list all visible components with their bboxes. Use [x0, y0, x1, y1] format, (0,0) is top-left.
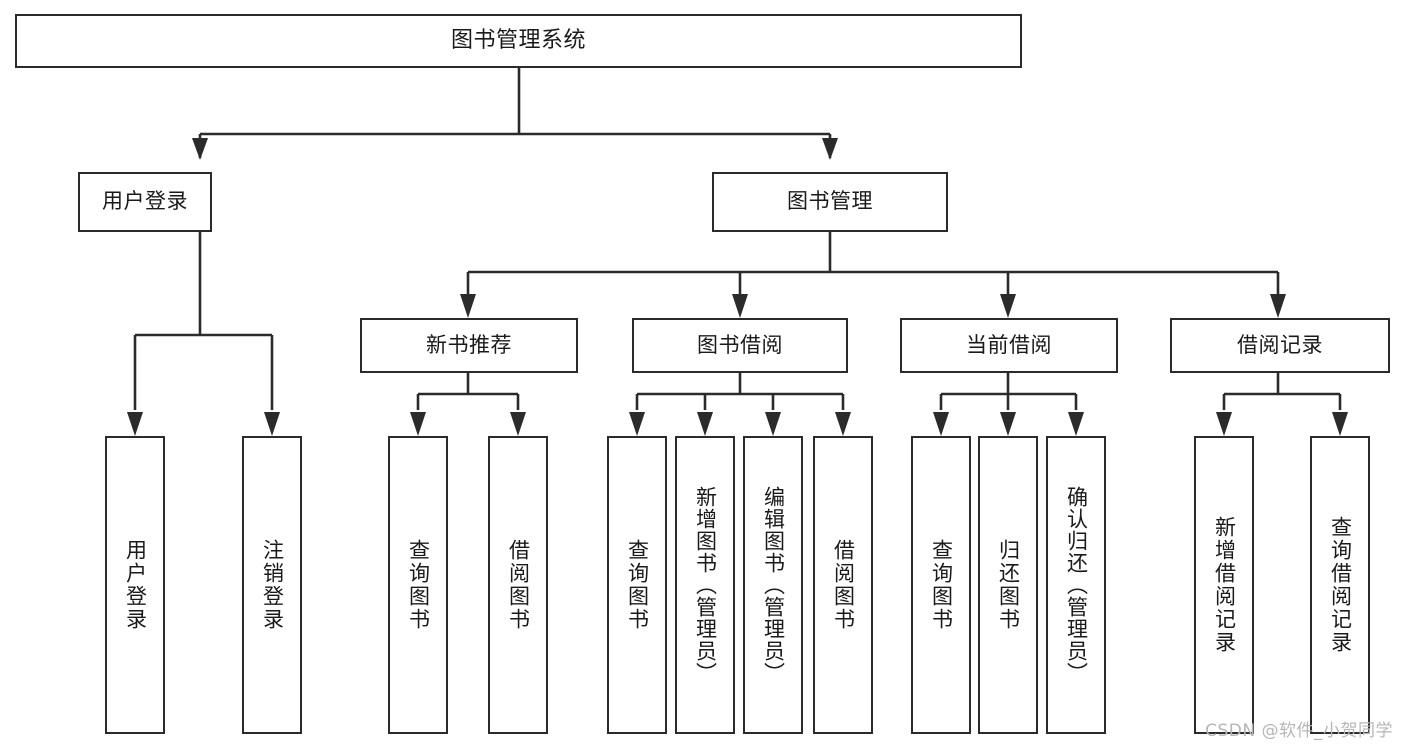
node-label: 查询图书	[406, 539, 431, 631]
leaf-book-borrow-query[interactable]: 查询图书	[607, 436, 667, 734]
node-label: 用户登录	[123, 539, 148, 631]
node-label: 查询借阅记录	[1328, 516, 1353, 654]
node-label: 借阅图书	[831, 539, 856, 631]
node-label: 注销登录	[260, 539, 285, 631]
node-label: 编辑图书（管理员）	[761, 486, 786, 684]
node-new-book-recommend[interactable]: 新书推荐	[360, 318, 578, 373]
leaf-current-borrow-query[interactable]: 查询图书	[911, 436, 971, 734]
node-label: 新增借阅记录	[1212, 516, 1237, 654]
leaf-new-book-query[interactable]: 查询图书	[388, 436, 448, 734]
leaf-current-borrow-return[interactable]: 归还图书	[978, 436, 1038, 734]
node-borrow-record[interactable]: 借阅记录	[1170, 318, 1390, 373]
node-label: 当前借阅	[966, 332, 1052, 357]
node-book-borrow[interactable]: 图书借阅	[632, 318, 848, 373]
leaf-new-book-borrow[interactable]: 借阅图书	[488, 436, 548, 734]
leaf-borrow-record-query[interactable]: 查询借阅记录	[1310, 436, 1370, 734]
csdn-watermark: CSDN @软件_小贺同学	[1205, 721, 1393, 741]
node-label: 归还图书	[996, 539, 1021, 631]
node-label: 图书借阅	[697, 332, 783, 357]
leaf-current-borrow-confirm[interactable]: 确认归还（管理员）	[1046, 436, 1106, 734]
node-current-borrow[interactable]: 当前借阅	[900, 318, 1118, 373]
node-label: 确认归还（管理员）	[1064, 486, 1089, 684]
node-book-management[interactable]: 图书管理	[712, 172, 948, 232]
node-label: 新书推荐	[426, 332, 512, 357]
node-label: 用户登录	[102, 189, 188, 214]
leaf-borrow-record-add[interactable]: 新增借阅记录	[1194, 436, 1254, 734]
leaf-user-login-signin[interactable]: 用户登录	[105, 436, 165, 734]
node-user-login[interactable]: 用户登录	[78, 172, 212, 232]
node-label: 图书管理	[787, 189, 873, 214]
leaf-book-borrow-lend[interactable]: 借阅图书	[813, 436, 873, 734]
node-root-system[interactable]: 图书管理系统	[15, 14, 1022, 68]
node-label: 查询图书	[929, 539, 954, 631]
node-label: 借阅图书	[506, 539, 531, 631]
leaf-user-login-signout[interactable]: 注销登录	[242, 436, 302, 734]
node-label: 查询图书	[625, 539, 650, 631]
node-label: 图书管理系统	[450, 28, 586, 54]
node-label: 借阅记录	[1237, 332, 1323, 357]
leaf-book-borrow-edit[interactable]: 编辑图书（管理员）	[743, 436, 803, 734]
leaf-book-borrow-add[interactable]: 新增图书（管理员）	[675, 436, 735, 734]
node-label: 新增图书（管理员）	[693, 486, 718, 684]
